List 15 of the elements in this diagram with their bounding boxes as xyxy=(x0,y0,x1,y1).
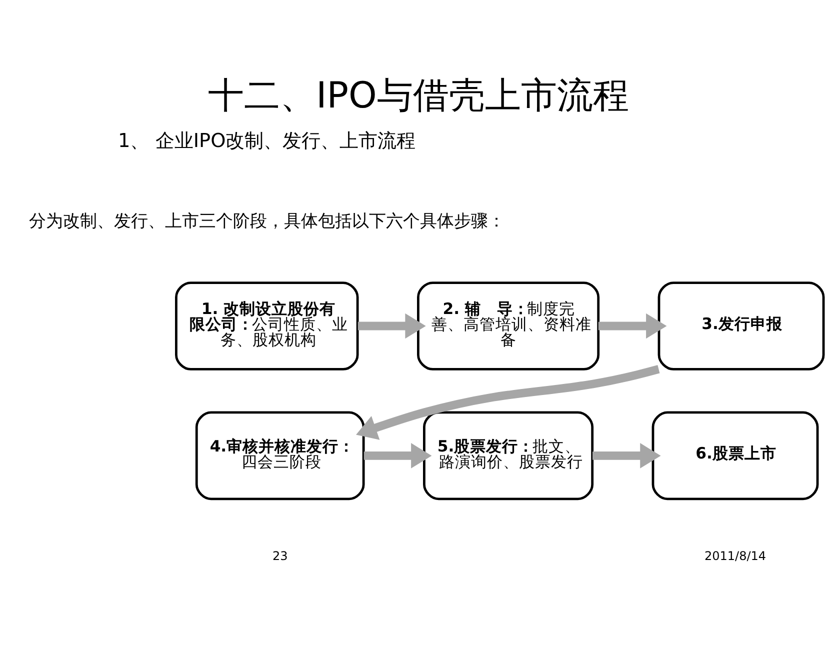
label: 2011/8/14 xyxy=(704,548,766,563)
arrow xyxy=(598,312,667,338)
node-box: 2. 辅 导：制度完善、高管培训、资料准备 xyxy=(417,281,600,370)
diagram-title: 十二、IPO与借壳上市流程 xyxy=(208,74,629,116)
label: 23 xyxy=(272,548,288,563)
label: 分为改制、发行、上市三个阶段，具体包括以下六个具体步骤： xyxy=(28,210,505,230)
node-box: 6.股票上市 xyxy=(652,410,819,500)
arrow xyxy=(592,442,661,468)
label: 1、 企业IPO改制、发行、上市流程 xyxy=(118,128,416,152)
node-box: 1. 改制设立股份有限公司：公司性质、业务、股权机构 xyxy=(175,281,359,370)
node-box: 3.发行申报 xyxy=(658,281,825,370)
node-box: 5.股票发行：批文、路演询价、股票发行 xyxy=(423,410,594,500)
node-box: 4.审核并核准发行：四会三阶段 xyxy=(195,410,365,500)
arrow xyxy=(364,442,432,468)
arrow xyxy=(358,312,426,338)
